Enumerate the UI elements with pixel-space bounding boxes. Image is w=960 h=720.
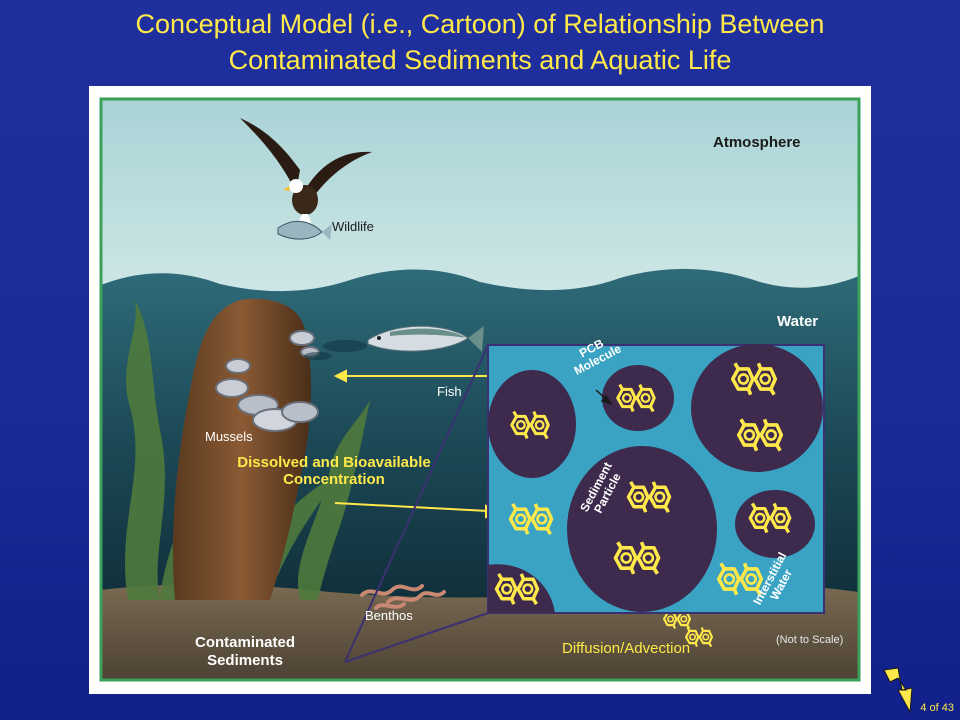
worm-icon — [360, 584, 446, 610]
sediment-particle — [567, 446, 717, 612]
mussels-label: Mussels — [205, 429, 253, 444]
atmosphere-label: Atmosphere — [713, 134, 801, 151]
diffusion-advection-label: Diffusion/Advection — [562, 640, 691, 657]
dissolved-concentration-label: Dissolved and Bioavailable Concentration — [196, 454, 472, 488]
dissolved-line-2: Concentration — [283, 471, 385, 488]
dissolved-line-1: Dissolved and Bioavailable — [237, 454, 431, 471]
slide-number: 4 of 43 — [920, 702, 954, 714]
contaminated-line-2: Sediments — [207, 652, 283, 669]
contaminated-line-1: Contaminated — [194, 634, 295, 651]
water-label: Water — [777, 313, 819, 330]
title-line-1: Conceptual Model (i.e., Cartoon) of Rela… — [135, 9, 825, 39]
fish-shadow-group — [304, 340, 367, 360]
wildlife-fish-icon — [277, 220, 332, 240]
sediment-particle — [488, 564, 555, 613]
pcb-pointer-arrow — [595, 389, 613, 406]
contaminated-sediments-label: Contaminated Sediments — [180, 634, 310, 670]
fish-label: Fish — [437, 384, 462, 399]
zoom-lines — [344, 344, 489, 663]
not-to-scale-label: (Not to Scale) — [776, 634, 844, 646]
title-line-2: Contaminated Sediments and Aquatic Life — [228, 45, 732, 75]
wildlife-label: Wildlife — [332, 219, 374, 234]
benthos-label: Benthos — [365, 608, 413, 623]
lightning-icon[interactable] — [883, 667, 913, 714]
diagram-frame — [99, 97, 861, 682]
sediment-particle — [691, 344, 823, 472]
salmon-icon — [367, 325, 484, 352]
rock-icon — [172, 298, 312, 600]
sky-region — [101, 99, 859, 299]
slide-title: Conceptual Model (i.e., Cartoon) of Rela… — [0, 6, 960, 78]
